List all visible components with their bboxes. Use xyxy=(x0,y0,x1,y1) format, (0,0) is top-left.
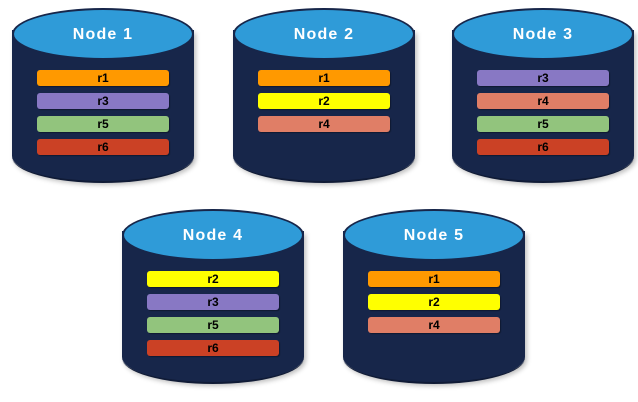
record-bar[interactable]: r5 xyxy=(477,116,609,132)
record-list: r1 r3 r5 r6 xyxy=(12,70,194,155)
node-title: Node 5 xyxy=(403,227,465,244)
record-label: r5 xyxy=(207,318,219,332)
record-bar[interactable]: r2 xyxy=(368,294,500,310)
record-bar[interactable]: r1 xyxy=(37,70,169,86)
record-bar[interactable]: r6 xyxy=(37,139,169,155)
record-label: r6 xyxy=(207,341,219,355)
record-label: r4 xyxy=(537,94,549,108)
database-node-4[interactable]: Node 4 r2 r3 r5 r6 xyxy=(122,209,304,394)
node-title: Node 4 xyxy=(182,227,244,244)
record-bar[interactable]: r4 xyxy=(477,93,609,109)
record-label: r1 xyxy=(318,71,330,85)
record-bar[interactable]: r5 xyxy=(37,116,169,132)
record-label: r2 xyxy=(318,94,330,108)
record-label: r1 xyxy=(97,71,109,85)
node-title: Node 2 xyxy=(293,26,355,43)
record-label: r3 xyxy=(97,94,109,108)
record-label: r6 xyxy=(537,140,549,154)
record-label: r3 xyxy=(207,295,219,309)
record-bar[interactable]: r3 xyxy=(477,70,609,86)
record-label: r5 xyxy=(537,117,549,131)
cylinder-top-icon: Node 4 xyxy=(122,209,304,261)
record-bar[interactable]: r2 xyxy=(258,93,390,109)
record-list: r2 r3 r5 r6 xyxy=(122,271,304,356)
record-list: r1 r2 r4 xyxy=(233,70,415,132)
database-node-2[interactable]: Node 2 r1 r2 r4 xyxy=(233,8,415,193)
cylinder-top-icon: Node 5 xyxy=(343,209,525,261)
record-bar[interactable]: r2 xyxy=(147,271,279,287)
cylinder-top-icon: Node 3 xyxy=(452,8,634,60)
database-node-1[interactable]: Node 1 r1 r3 r5 r6 xyxy=(12,8,194,193)
database-node-5[interactable]: Node 5 r1 r2 r4 xyxy=(343,209,525,394)
record-bar[interactable]: r4 xyxy=(368,317,500,333)
record-label: r2 xyxy=(207,272,219,286)
record-label: r5 xyxy=(97,117,109,131)
record-bar[interactable]: r6 xyxy=(147,340,279,356)
record-bar[interactable]: r4 xyxy=(258,116,390,132)
record-label: r1 xyxy=(428,272,440,286)
record-bar[interactable]: r6 xyxy=(477,139,609,155)
node-title: Node 3 xyxy=(512,26,574,43)
record-list: r1 r2 r4 xyxy=(343,271,525,333)
cylinder-top-icon: Node 1 xyxy=(12,8,194,60)
record-label: r6 xyxy=(97,140,109,154)
record-list: r3 r4 r5 r6 xyxy=(452,70,634,155)
record-label: r2 xyxy=(428,295,440,309)
database-node-3[interactable]: Node 3 r3 r4 r5 r6 xyxy=(452,8,634,193)
record-bar[interactable]: r3 xyxy=(37,93,169,109)
record-bar[interactable]: r1 xyxy=(368,271,500,287)
node-title: Node 1 xyxy=(72,26,134,43)
record-label: r4 xyxy=(428,318,440,332)
record-label: r4 xyxy=(318,117,330,131)
record-bar[interactable]: r1 xyxy=(258,70,390,86)
record-label: r3 xyxy=(537,71,549,85)
record-bar[interactable]: r5 xyxy=(147,317,279,333)
cylinder-top-icon: Node 2 xyxy=(233,8,415,60)
record-bar[interactable]: r3 xyxy=(147,294,279,310)
